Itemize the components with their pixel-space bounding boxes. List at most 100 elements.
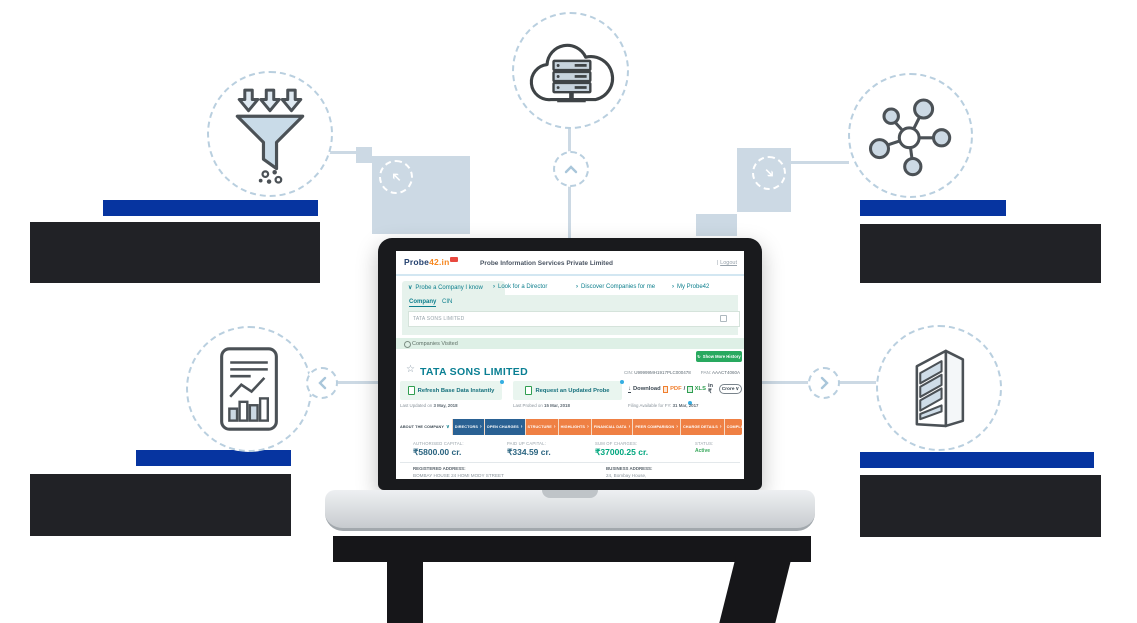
active-nav-tab-background — [402, 281, 505, 296]
cin-value: U99999MH1917PLC000478 — [634, 370, 691, 375]
download-pdf-link[interactable]: PDF — [670, 386, 682, 392]
download-controls: ↓ Download PDF / XLS in ₹ Crore ∨ — [628, 383, 743, 395]
tab-charge-details[interactable]: CHARGE DETAILS› — [680, 419, 724, 435]
laptop-stand-right-leg — [719, 556, 792, 623]
text-block-top-left — [30, 222, 320, 283]
xls-file-icon — [687, 385, 693, 393]
probe42-logo: Probe42.in — [404, 257, 459, 267]
request-updated-probe-button[interactable]: Request an Updated Probe — [513, 381, 622, 400]
tab-about-the-company[interactable]: ABOUT THE COMPANY∨ — [398, 419, 452, 435]
tab-cin[interactable]: CIN — [442, 299, 453, 305]
document-icon — [407, 386, 415, 395]
callout-square-left-small — [356, 147, 372, 163]
logout-link[interactable]: |Logout — [717, 260, 737, 266]
section-tab-bar: ABOUT THE COMPANY∨ DIRECTORS› OPEN CHARG… — [398, 419, 742, 435]
network-icon — [848, 73, 973, 198]
callout-square-right-small — [696, 214, 737, 236]
header-company-title: Probe Information Services Private Limit… — [480, 260, 613, 267]
nav-label: My Probe42 — [677, 284, 710, 290]
tab-label: HIGHLIGHTS — [560, 425, 586, 429]
tab-peer-comparison[interactable]: PEER COMPARISON› — [633, 419, 680, 435]
report-icon-graphic — [220, 347, 278, 431]
show-more-history-button[interactable]: ↻ Show More History — [696, 351, 742, 362]
request-updated-probe-label: Request an Updated Probe — [535, 387, 610, 394]
pan-label: PAN: — [700, 370, 711, 375]
last-probed-text: Last Probed on 15 Mar, 2018 — [513, 403, 570, 408]
logo-text-probe: Probe — [404, 257, 430, 267]
companies-visited-label: Companies Visited — [412, 340, 458, 347]
laptop-stand-left-leg — [387, 562, 423, 623]
building-icon — [876, 325, 1002, 451]
tab-label: ABOUT THE COMPANY — [400, 425, 445, 429]
tab-highlights[interactable]: HIGHLIGHTS› — [558, 419, 591, 435]
tab-company[interactable]: Company — [409, 299, 437, 307]
tab-label: DIRECTORS — [454, 425, 478, 429]
chevron-right-icon: › — [719, 424, 722, 430]
cin-text: CIN: U99999MH1917PLC000478 — [624, 370, 691, 375]
header-divider: | — [716, 260, 719, 266]
tab-open-charges[interactable]: OPEN CHARGES› — [484, 419, 525, 435]
logo-text-42in: 42.in — [429, 257, 450, 267]
chevron-right-icon: › — [493, 284, 495, 290]
paid-up-capital-value: ₹334.59 cr. — [507, 447, 551, 457]
connector-line-network — [791, 161, 849, 164]
probe42-app-screen: Probe42.in Probe Information Services Pr… — [396, 251, 744, 479]
cloud-server-icon-graphic — [529, 43, 614, 102]
funnel-icon-graphic — [235, 88, 305, 184]
tab-compliance-check[interactable]: COMPLIANCE CHECK› — [724, 419, 742, 435]
laptop-base-notch — [542, 490, 598, 498]
blue-bar-bottom-left — [136, 450, 291, 466]
info-dot-icon — [620, 380, 624, 384]
nav-discover-companies[interactable]: ›Discover Companies for me — [576, 284, 655, 290]
authorised-capital-value: ₹5800.00 cr. — [413, 447, 462, 457]
connector-line-funnel — [328, 151, 358, 154]
last-probed-label: Last Probed on — [513, 403, 543, 408]
rotate-arrow-right-icon: ➔ — [752, 156, 786, 190]
chevron-right-icon — [808, 367, 840, 399]
sum-of-charges-label: SUM OF CHARGES: — [595, 441, 638, 446]
chevron-down-icon: ∨ — [735, 386, 740, 392]
nav-label: Look for a Director — [498, 284, 548, 290]
company-search-input[interactable] — [408, 311, 740, 327]
company-name: TATA SONS LIMITED — [420, 366, 528, 378]
chevron-down-icon: ∨ — [446, 424, 450, 430]
tab-financial-data[interactable]: FINANCIAL DATA› — [591, 419, 633, 435]
download-xls-link[interactable]: XLS — [694, 386, 706, 392]
paid-up-capital-label: PAID UP CAPITAL: — [507, 441, 547, 446]
companies-visited-row[interactable]: Companies Visited — [396, 338, 744, 349]
chevron-right-icon: › — [676, 424, 678, 430]
logout-label[interactable]: Logout — [720, 260, 737, 266]
text-block-top-right — [860, 224, 1101, 283]
sum-of-charges-value: ₹37000.25 cr. — [595, 447, 649, 457]
favorite-star-icon[interactable]: ☆ — [406, 364, 415, 375]
download-label[interactable]: Download — [633, 386, 661, 392]
registered-address-value: BOMBAY HOUSE 24 HOMI MODY STREET — [413, 473, 504, 478]
unit-dropdown[interactable]: Crore ∨ — [718, 384, 743, 394]
document-icon — [525, 386, 533, 395]
tab-structure[interactable]: STRUCTURE› — [525, 419, 558, 435]
download-icon: ↓ — [628, 385, 631, 393]
tab-label: OPEN CHARGES — [486, 425, 519, 429]
nav-probe-a-company[interactable]: ∨Probe a Company I know — [408, 284, 483, 291]
tab-label: PEER COMPARISON — [635, 425, 675, 429]
nav-look-for-director[interactable]: ›Look for a Director — [493, 284, 547, 290]
chevron-right-icon: › — [576, 284, 578, 290]
filing-available-text: Filing Available for FY: 31 Mar, 2017 — [628, 403, 698, 408]
app-header: Probe42.in Probe Information Services Pr… — [396, 251, 744, 274]
nav-my-probe42[interactable]: ›My Probe42 — [672, 284, 709, 290]
building-icon-graphic — [915, 349, 965, 428]
blue-bar-top-left — [103, 200, 318, 216]
tab-label: COMPLIANCE CHECK — [726, 425, 742, 429]
in-rupee-label: in ₹ — [707, 383, 714, 395]
refresh-base-data-button[interactable]: Refresh Base Data Instantly — [400, 381, 502, 400]
status-badge: Active — [695, 448, 711, 454]
last-probed-date: 15 Mar, 2018 — [544, 403, 570, 408]
tab-directors[interactable]: DIRECTORS› — [452, 419, 484, 435]
rotate-arrow-left-icon: ➔ — [379, 160, 413, 194]
text-block-bottom-left — [30, 474, 291, 536]
tab-label: FINANCIAL DATA — [593, 425, 627, 429]
chevron-right-icon: › — [520, 424, 523, 430]
blue-bar-top-right — [860, 200, 1006, 216]
chevron-right-icon: › — [587, 424, 589, 430]
refresh-icon: ↻ — [697, 354, 701, 359]
